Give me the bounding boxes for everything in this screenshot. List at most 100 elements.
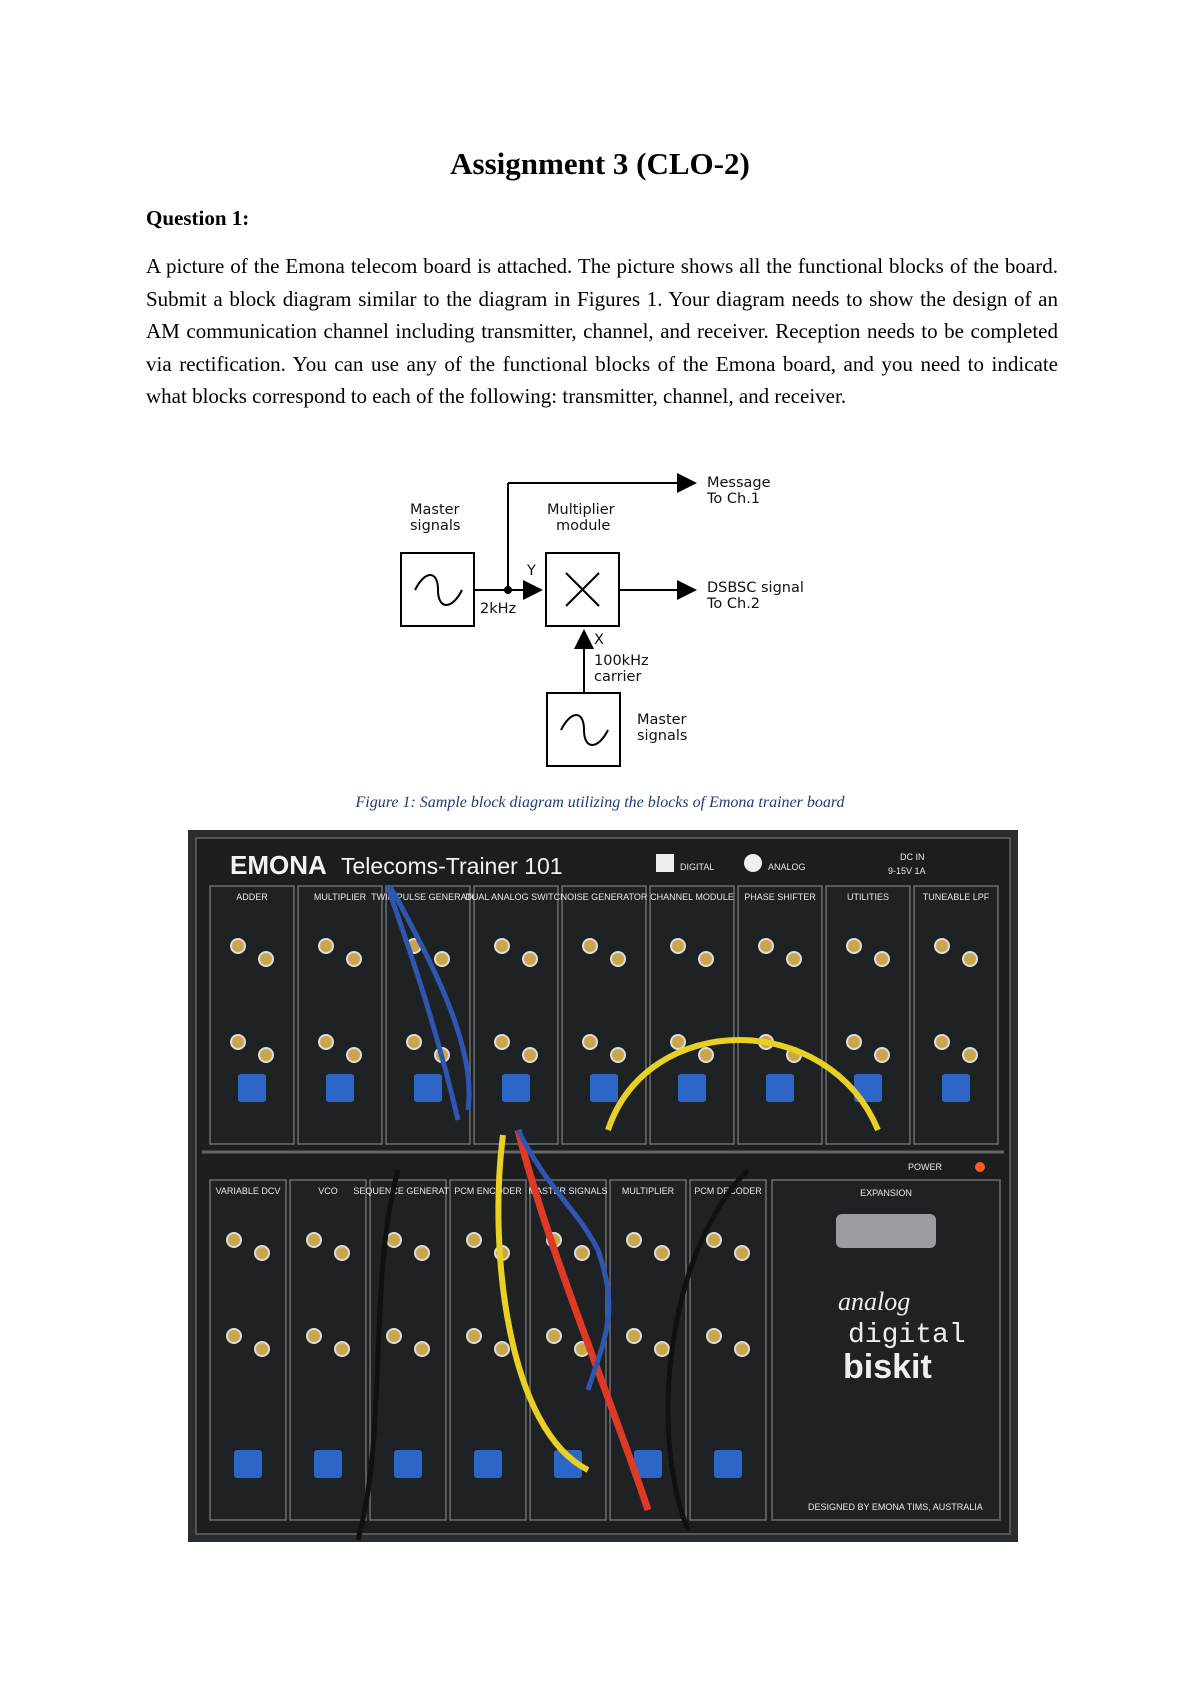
board-socket [962,1047,978,1063]
board-socket [626,1232,642,1248]
board-socket [254,1245,270,1261]
board-module-panel [737,885,823,1145]
board-module-panel [473,885,559,1145]
board-socket [758,938,774,954]
board-socket [734,1245,750,1261]
board-module-label: SEQUENCE GENERATOR [353,1186,463,1196]
logo-analog: analog [838,1287,910,1316]
board-socket [318,938,334,954]
message-label-1: Message [707,475,771,491]
board-socket [546,1328,562,1344]
board-socket [654,1341,670,1357]
figure-caption: Figure 1: Sample block diagram utilizing… [355,794,845,811]
board-socket [874,951,890,967]
master-signals-bottom-2: signals [637,728,687,744]
board-knob [474,1450,502,1478]
question-text: A picture of the Emona telecom board is … [146,254,1058,408]
board-module-label: PHASE SHIFTER [744,892,816,902]
board-knob [234,1450,262,1478]
expansion-port-icon [836,1214,936,1248]
board-socket [698,1047,714,1063]
master-signals-label-1: Master [410,502,460,518]
board-knob [554,1450,582,1478]
carrier-label-2: carrier [594,669,641,685]
board-knob [502,1074,530,1102]
multiplier-label-2: module [556,518,610,534]
board-socket [306,1232,322,1248]
board-knob [942,1074,970,1102]
board-socket [670,1034,686,1050]
emona-board-photo: EMONA Telecoms-Trainer 101 DIGITAL ANALO… [188,830,1018,1542]
board-socket [706,1328,722,1344]
board-socket [386,1328,402,1344]
board-module-label: DUAL ANALOG SWITCH [465,892,566,902]
board-module-panel [649,885,735,1145]
board-socket [874,1047,890,1063]
message-label-2: To Ch.1 [706,491,760,507]
board-socket [786,951,802,967]
board-socket [346,951,362,967]
board-socket [706,1232,722,1248]
logo-digital: digital [848,1320,966,1351]
board-socket [846,938,862,954]
master-signals-bottom-1: Master [637,712,687,728]
board-socket [934,938,950,954]
board-module-label: EXPANSION [860,1188,912,1198]
board-module-label: UTILITIES [847,892,889,902]
board-socket [306,1328,322,1344]
board-knob [326,1074,354,1102]
master-signals-label-2: signals [410,518,460,534]
board-socket [334,1341,350,1357]
board-knob [590,1074,618,1102]
board-socket [734,1341,750,1357]
board-knob [414,1074,442,1102]
board-socket [434,951,450,967]
block-diagram: Master signals 2kHz Y Multiplier module … [400,473,804,767]
board-socket [466,1232,482,1248]
board-dc-in-1: DC IN [900,852,925,862]
board-knob [634,1450,662,1478]
board-module-panel [913,885,999,1145]
board-dc-in-2: 9-15V 1A [888,866,926,876]
board-brand: EMONA [230,850,327,880]
board-socket [494,1034,510,1050]
board-socket [494,938,510,954]
board-socket [334,1245,350,1261]
board-socket [846,1034,862,1050]
board-module-label: NOISE GENERATOR [561,892,648,902]
board-socket [522,951,538,967]
board-knob [394,1450,422,1478]
dsbsc-label-1: DSBSC signal [707,580,804,596]
board-socket [522,1047,538,1063]
board-socket [414,1245,430,1261]
board-module-label: ADDER [236,892,268,902]
board-socket [254,1341,270,1357]
board-socket [346,1047,362,1063]
board-socket [582,938,598,954]
board-socket [698,951,714,967]
board-module-panel [209,885,295,1145]
board-module-panel [297,885,383,1145]
board-socket [230,938,246,954]
board-socket [414,1341,430,1357]
board-socket [610,951,626,967]
board-designed-by: DESIGNED BY EMONA TIMS, AUSTRALIA [808,1502,983,1512]
digital-square-icon [656,854,674,872]
board-knob [314,1450,342,1478]
board-module-label: PCM ENCODER [454,1186,522,1196]
board-socket [258,1047,274,1063]
logo-biskit: biskit [843,1348,932,1386]
board-knob [238,1074,266,1102]
sine-icon [560,714,609,746]
dsbsc-label-2: To Ch.2 [706,596,760,612]
board-model: Telecoms-Trainer 101 [341,853,563,879]
board-knob [714,1450,742,1478]
board-module-label: VARIABLE DCV [216,1186,281,1196]
board-module-label: MULTIPLIER [622,1186,675,1196]
board-socket [582,1034,598,1050]
board-socket [670,938,686,954]
board-module-panel [561,885,647,1145]
board-socket [962,951,978,967]
